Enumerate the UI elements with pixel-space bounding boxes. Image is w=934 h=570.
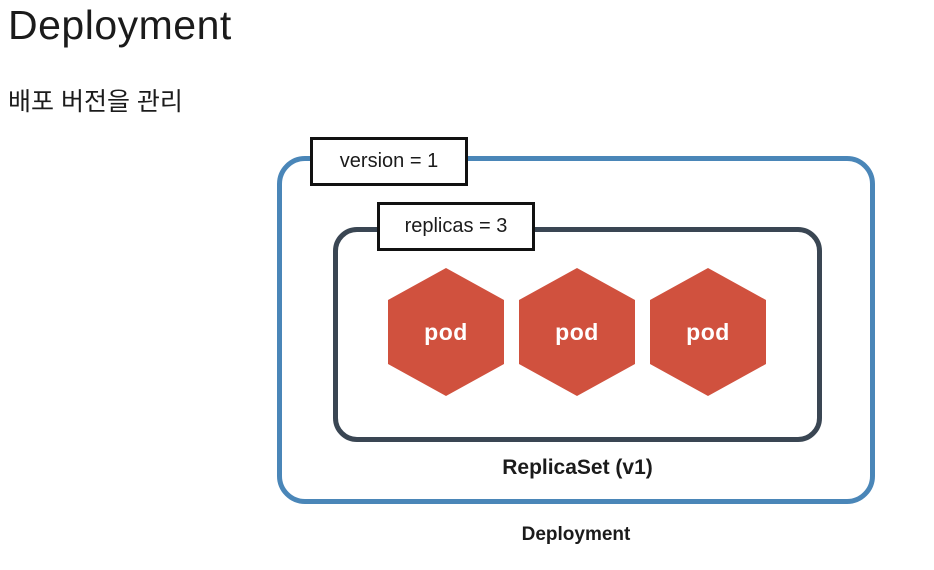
replicas-label-box: replicas = 3 <box>377 202 535 251</box>
replicas-label-text: replicas = 3 <box>404 215 508 237</box>
version-label-box: version = 1 <box>310 137 468 186</box>
page-title: Deployment <box>8 2 232 48</box>
page-subtitle: 배포 버전을 관리 <box>8 88 183 116</box>
pod-label: pod <box>424 318 468 345</box>
replicaset-caption: ReplicaSet (v1) <box>502 456 653 479</box>
version-label-text: version = 1 <box>339 150 439 172</box>
deployment-container-box <box>277 156 875 504</box>
pod-label: pod <box>555 318 599 345</box>
pod-label: pod <box>686 318 730 345</box>
pod-hexagon-icon: pod <box>388 268 504 396</box>
deployment-caption: Deployment <box>521 524 631 545</box>
